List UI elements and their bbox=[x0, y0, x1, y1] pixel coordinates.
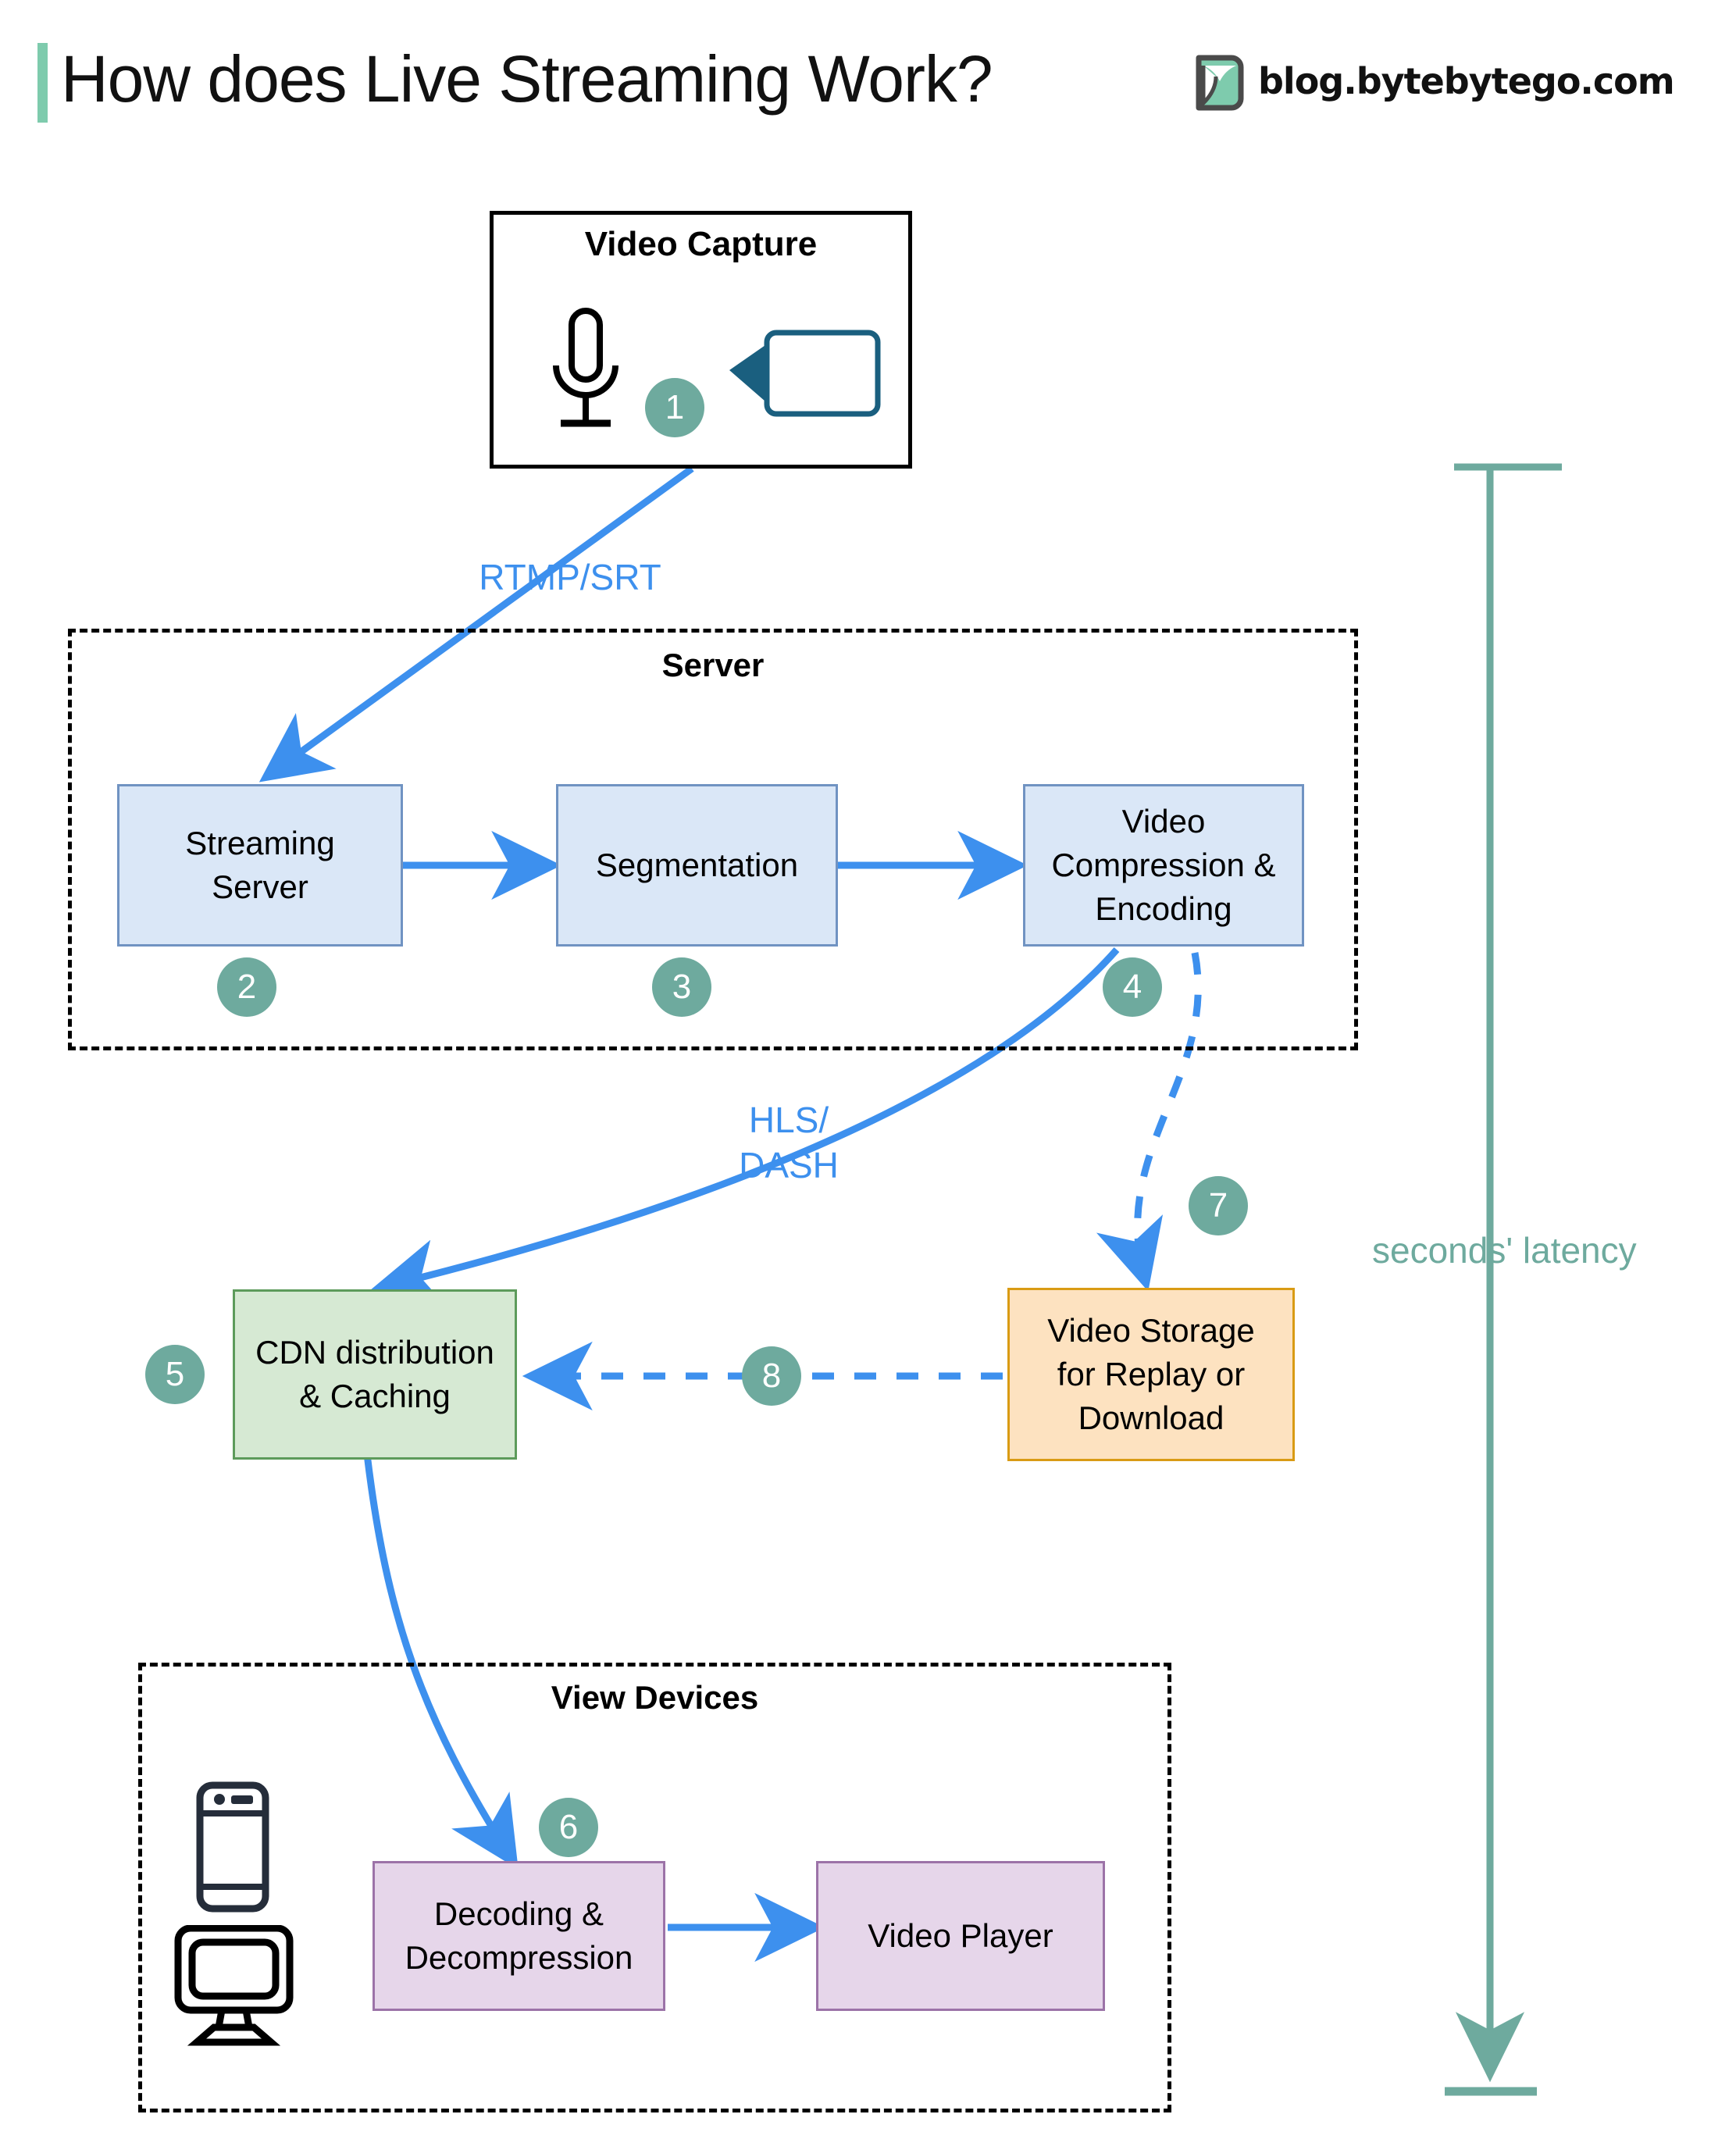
desktop-monitor-icon bbox=[173, 1924, 294, 2046]
server-group-title: Server bbox=[661, 647, 765, 683]
step-badge-7: 7 bbox=[1189, 1176, 1248, 1235]
node-video-player[interactable]: Video Player bbox=[816, 1861, 1105, 2011]
step-badge-4: 4 bbox=[1103, 957, 1162, 1017]
node-decoding-decompression[interactable]: Decoding & Decompression bbox=[373, 1861, 665, 2011]
view-devices-group-title: View Devices bbox=[551, 1679, 759, 1716]
node-video-storage[interactable]: Video Storage for Replay or Download bbox=[1007, 1288, 1295, 1461]
microphone-icon bbox=[539, 305, 633, 445]
view-devices-group bbox=[138, 1663, 1171, 2112]
brand-label: blog.bytebytego.com bbox=[1258, 60, 1675, 102]
bytebytego-logo-icon bbox=[1192, 48, 1247, 114]
video-camera-icon bbox=[718, 326, 882, 420]
node-streaming-server[interactable]: Streaming Server bbox=[117, 784, 403, 947]
brand[interactable]: blog.bytebytego.com bbox=[1192, 48, 1675, 114]
smartphone-icon bbox=[194, 1781, 272, 1913]
step-badge-6: 6 bbox=[539, 1798, 598, 1857]
title-accent-bar bbox=[37, 43, 48, 123]
node-video-compression-encoding[interactable]: Video Compression & Encoding bbox=[1023, 784, 1304, 947]
page-header: How does Live Streaming Work? blog.byteb… bbox=[0, 0, 1736, 148]
node-cdn-distribution-caching[interactable]: CDN distribution & Caching bbox=[233, 1289, 517, 1460]
node-segmentation[interactable]: Segmentation bbox=[556, 784, 838, 947]
latency-label: seconds' latency bbox=[1372, 1230, 1637, 1271]
server-group bbox=[68, 629, 1358, 1050]
edge-label-hls-dash: HLS/ DASH bbox=[739, 1100, 839, 1185]
step-badge-1: 1 bbox=[645, 378, 704, 437]
page-title: How does Live Streaming Work? bbox=[61, 42, 993, 116]
edge-label-rtmp-srt: RTMP/SRT bbox=[479, 557, 661, 597]
step-badge-3: 3 bbox=[652, 957, 711, 1017]
video-capture-title: Video Capture bbox=[584, 225, 818, 263]
step-badge-5: 5 bbox=[145, 1345, 205, 1404]
step-badge-2: 2 bbox=[217, 957, 276, 1017]
step-badge-8: 8 bbox=[742, 1346, 801, 1406]
latency-bracket bbox=[1445, 463, 1562, 2096]
